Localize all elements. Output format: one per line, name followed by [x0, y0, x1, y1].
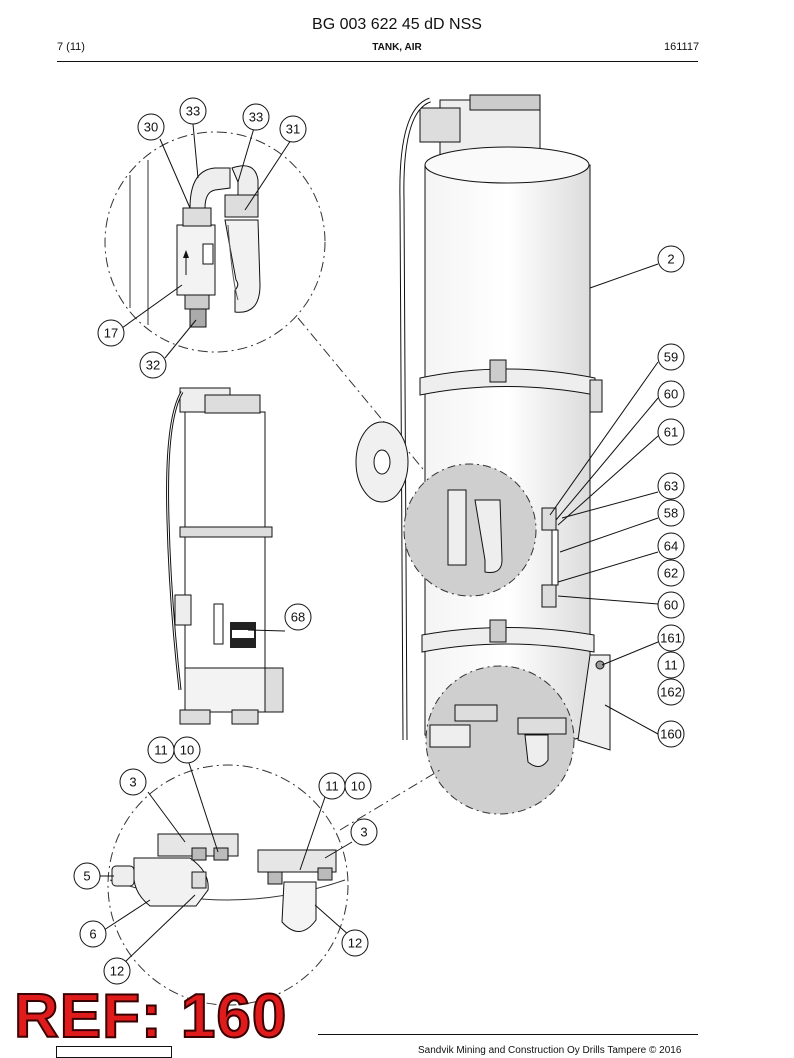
callout-61: 61 [657, 418, 685, 446]
svg-text:12: 12 [110, 964, 124, 979]
date-code: 161117 [664, 41, 700, 53]
svg-text:12: 12 [348, 936, 362, 951]
callout-2: 2 [657, 245, 685, 273]
svg-text:30: 30 [144, 120, 158, 135]
callout-11: 11 [147, 736, 175, 764]
svg-text:59: 59 [664, 350, 678, 365]
svg-text:32: 32 [146, 358, 160, 373]
svg-text:62: 62 [664, 566, 678, 581]
side-view-tank [166, 387, 286, 725]
svg-text:3: 3 [129, 775, 136, 790]
footer-rule [318, 1034, 698, 1035]
svg-text:33: 33 [186, 104, 200, 119]
callout-58: 58 [657, 499, 685, 527]
callout-62: 62 [657, 559, 685, 587]
callout-3: 3 [119, 768, 147, 796]
callout-12: 12 [341, 929, 369, 957]
main-tank [355, 94, 659, 815]
svg-text:68: 68 [291, 610, 305, 625]
callout-10: 10 [344, 772, 372, 800]
callout-17: 17 [97, 319, 125, 347]
callout-68: 68 [284, 603, 312, 631]
detail-view-bottom [100, 759, 353, 1006]
detail-view-top [104, 123, 326, 359]
svg-text:3: 3 [360, 825, 367, 840]
svg-text:10: 10 [351, 779, 365, 794]
svg-text:60: 60 [664, 387, 678, 402]
svg-text:58: 58 [664, 506, 678, 521]
callout-60: 60 [657, 380, 685, 408]
svg-text:11: 11 [325, 779, 339, 794]
page-number: 7 (11) [57, 41, 85, 53]
svg-text:6: 6 [89, 927, 96, 942]
svg-text:31: 31 [286, 122, 300, 137]
callout-63: 63 [657, 472, 685, 500]
callout-32: 32 [139, 351, 167, 379]
svg-text:64: 64 [664, 539, 678, 554]
svg-text:60: 60 [664, 598, 678, 613]
svg-text:17: 17 [104, 326, 118, 341]
callout-64: 64 [657, 532, 685, 560]
callout-3: 3 [350, 818, 378, 846]
svg-text:63: 63 [664, 479, 678, 494]
callout-12: 12 [103, 957, 131, 985]
callout-5: 5 [73, 862, 101, 890]
callout-11: 11 [318, 772, 346, 800]
svg-text:160: 160 [660, 727, 682, 742]
callout-162: 162 [657, 678, 685, 706]
callout-30: 30 [137, 113, 165, 141]
ref-stamp: REF: 160 [13, 982, 288, 1051]
svg-text:11: 11 [664, 658, 678, 673]
svg-text:2: 2 [667, 252, 674, 267]
footer-copyright: Sandvik Mining and Construction Oy Drill… [418, 1045, 682, 1056]
callout-161: 161 [657, 624, 685, 652]
callout-33: 33 [242, 103, 270, 131]
svg-text:10: 10 [180, 743, 194, 758]
callout-31: 31 [279, 115, 307, 143]
callout-160: 160 [657, 720, 685, 748]
svg-text:161: 161 [660, 631, 682, 646]
svg-text:61: 61 [664, 425, 678, 440]
callout-10: 10 [173, 736, 201, 764]
header-rule [57, 61, 698, 62]
svg-text:162: 162 [660, 685, 682, 700]
callout-59: 59 [657, 343, 685, 371]
callout-6: 6 [79, 920, 107, 948]
callout-33: 33 [179, 97, 207, 125]
document-title: BG 003 622 45 dD NSS [312, 16, 482, 33]
svg-text:11: 11 [154, 743, 168, 758]
svg-text:33: 33 [249, 110, 263, 125]
callout-11: 11 [657, 651, 685, 679]
section-title: TANK, AIR [372, 42, 422, 53]
svg-text:5: 5 [83, 869, 90, 884]
callout-60: 60 [657, 591, 685, 619]
